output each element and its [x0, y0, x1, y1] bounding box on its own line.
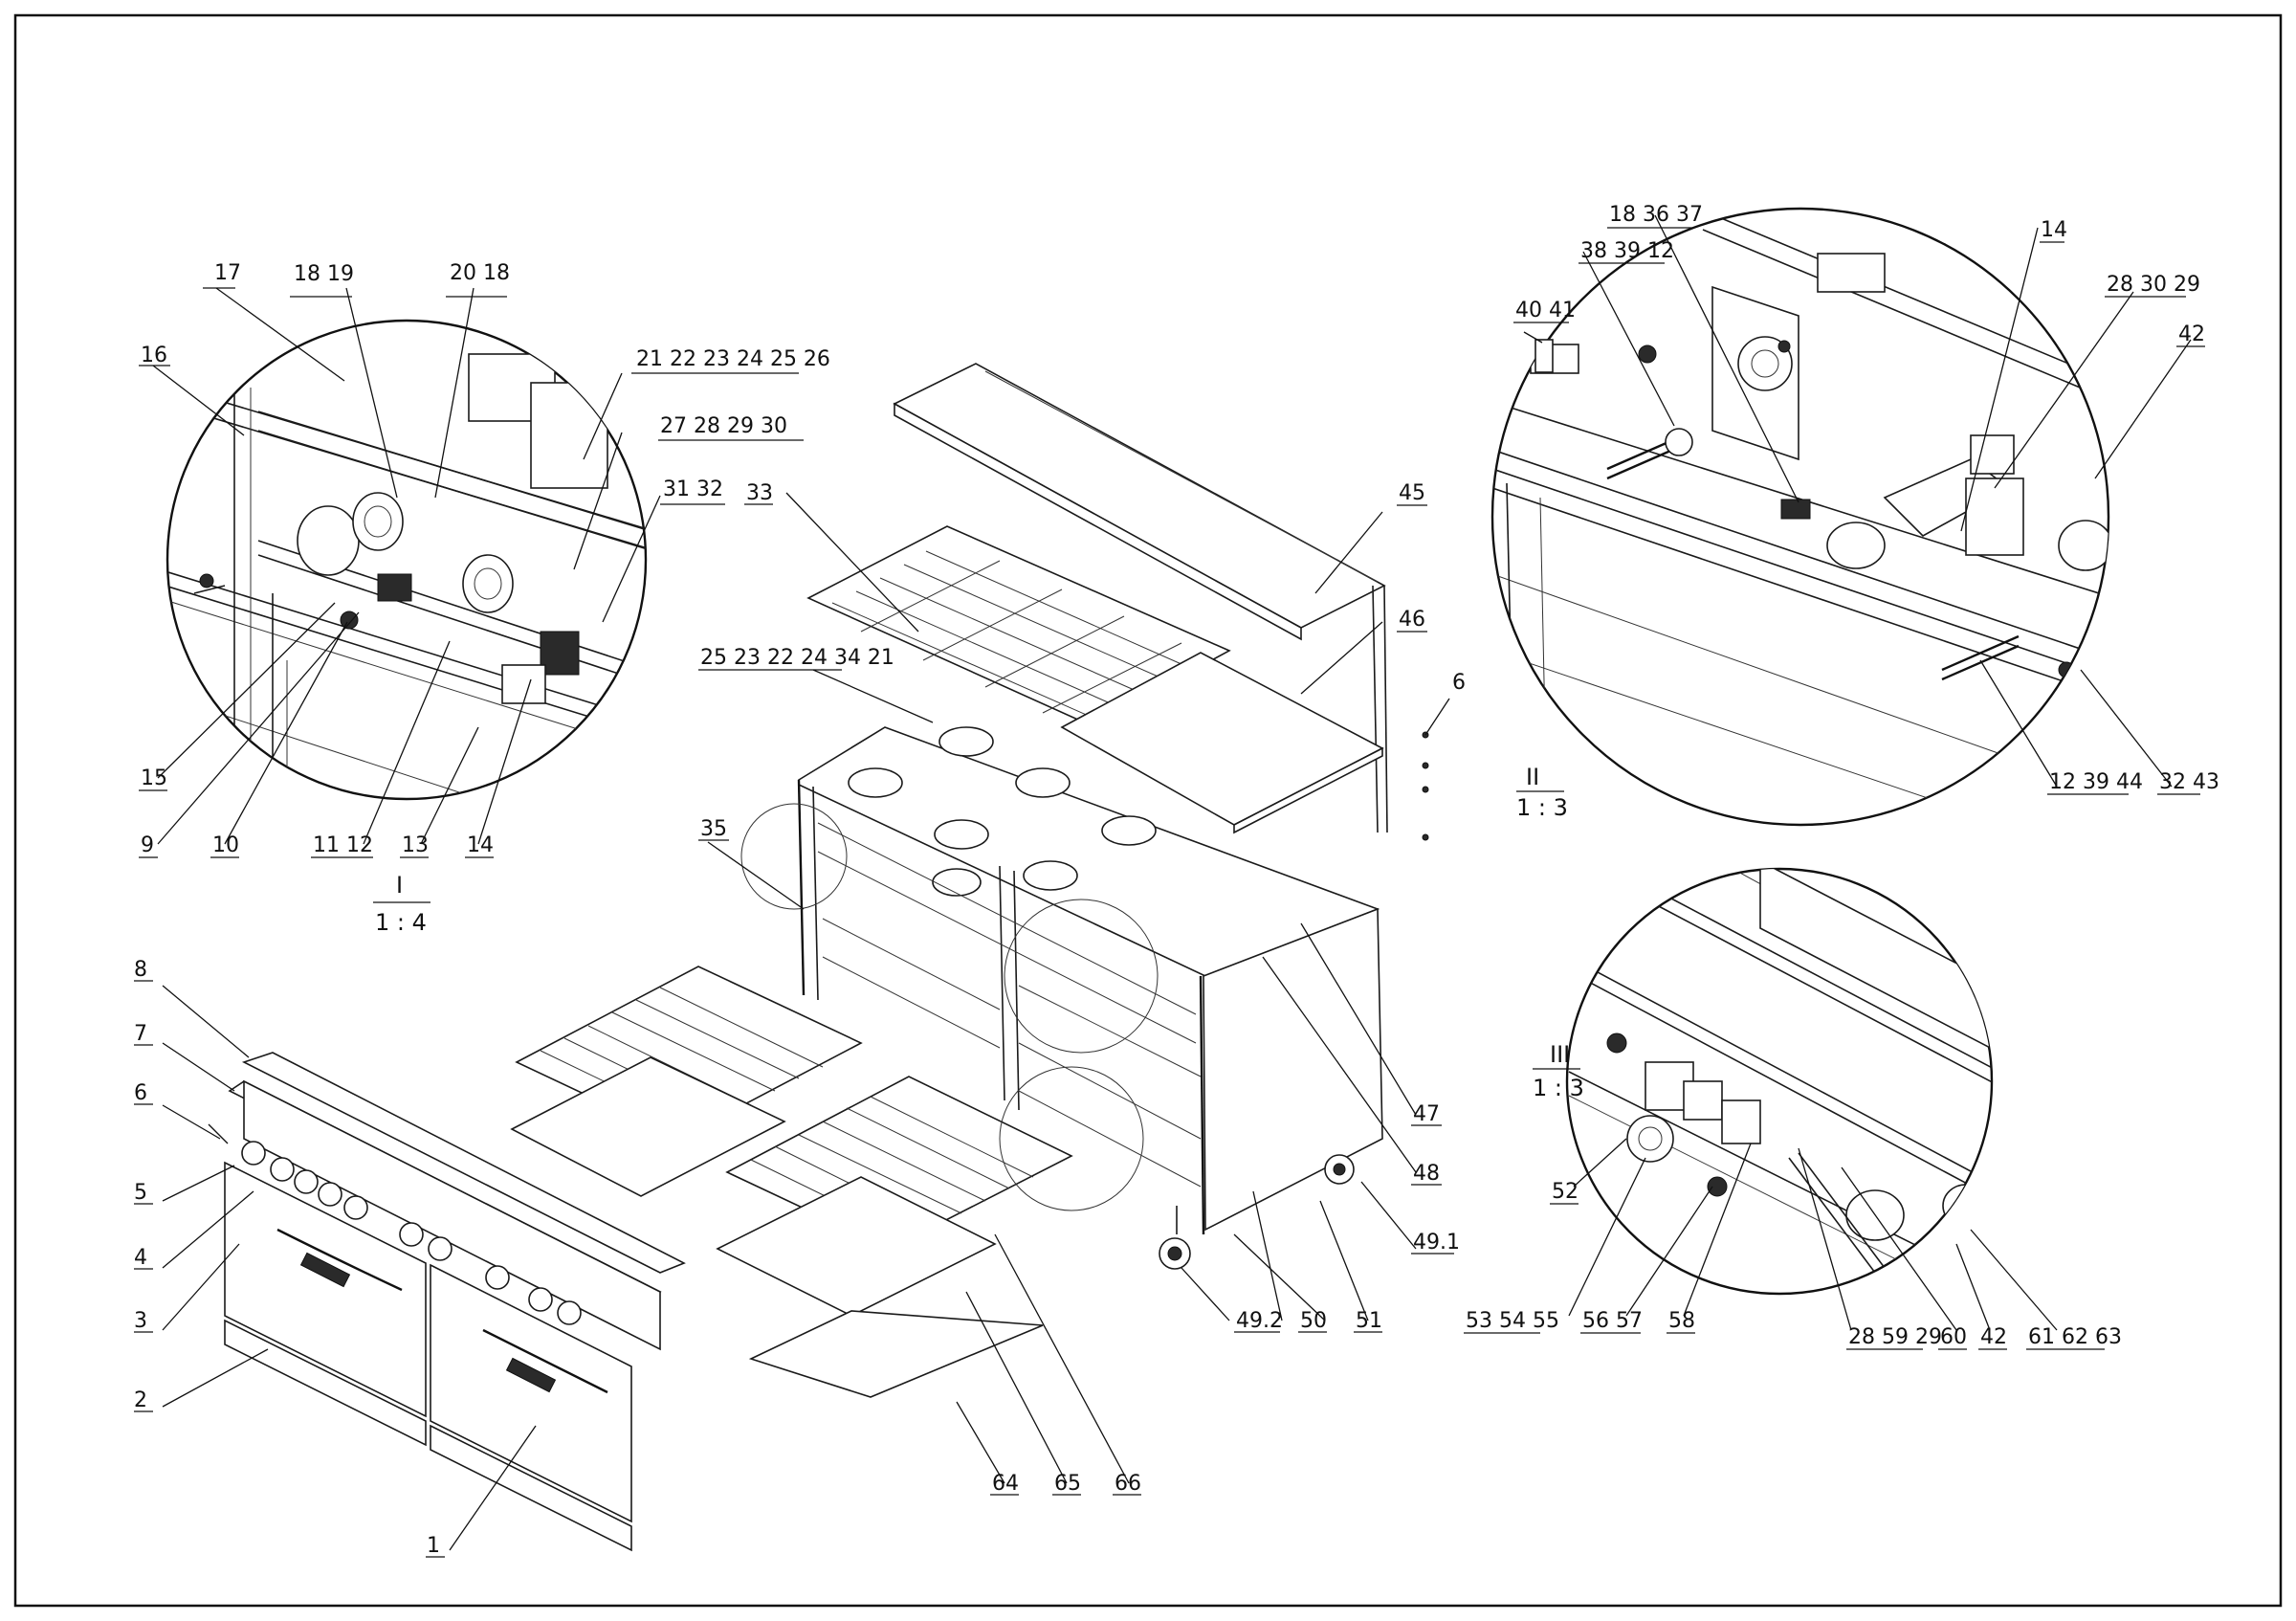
main-assembly: [134, 363, 1454, 1558]
callout-49-2: 49.2: [1236, 1309, 1283, 1333]
callout-17: 17: [214, 261, 241, 285]
callout-14-II: 14: [2041, 218, 2067, 242]
detail-III-scale: 1 : 3: [1533, 1075, 1584, 1101]
callout-2: 2: [134, 1388, 147, 1412]
detail-II-title: II: [1526, 764, 1539, 790]
callout-20-18: 20 18: [450, 261, 510, 285]
callout-4: 4: [134, 1246, 147, 1270]
callout-labels: 16 17 18 19 20 18 21 22 23 24 25 26 27 2…: [134, 203, 2219, 1558]
callout-28-59-29: 28 59 29: [1848, 1325, 1942, 1349]
callout-32-43: 32 43: [2159, 770, 2219, 794]
callout-33: 33: [746, 481, 773, 505]
callout-9: 9: [141, 833, 154, 857]
callout-42-II: 42: [2178, 322, 2205, 346]
callout-60: 60: [1940, 1325, 1967, 1349]
callout-25-21: 25 23 22 24 34 21: [700, 646, 894, 670]
callout-18-36-37: 18 36 37: [1609, 203, 1703, 227]
callout-47: 47: [1413, 1102, 1440, 1126]
callout-35: 35: [700, 817, 727, 841]
detail-II-view: [1490, 207, 2205, 827]
detail-I-scale: 1 : 4: [375, 909, 427, 936]
callout-45: 45: [1399, 481, 1425, 505]
callout-52: 52: [1552, 1180, 1578, 1204]
callout-50: 50: [1300, 1309, 1327, 1333]
drawing-border: [13, 13, 2283, 1608]
callout-6-right: 6: [1452, 671, 1466, 695]
callout-18-19: 18 19: [294, 262, 354, 286]
callout-12-39-44: 12 39 44: [2049, 770, 2143, 794]
callout-8: 8: [134, 958, 147, 982]
callout-48: 48: [1413, 1162, 1440, 1186]
callout-61-62-63: 61 62 63: [2028, 1325, 2122, 1349]
callout-5: 5: [134, 1181, 147, 1205]
callout-1: 1: [427, 1534, 440, 1558]
detail-III-title: III: [1550, 1041, 1570, 1068]
detail-I-view: [139, 287, 804, 858]
callout-53-54-55: 53 54 55: [1466, 1309, 1559, 1333]
callout-27-30: 27 28 29 30: [660, 414, 787, 438]
callout-66: 66: [1115, 1472, 1141, 1496]
callout-58: 58: [1668, 1309, 1695, 1333]
callout-11-12: 11 12: [313, 833, 373, 857]
callout-6-left: 6: [134, 1081, 147, 1105]
callout-42-III: 42: [1980, 1325, 2007, 1349]
callout-14: 14: [467, 833, 494, 857]
callout-31-32: 31 32: [663, 477, 723, 501]
callout-15: 15: [141, 766, 167, 790]
callout-10: 10: [212, 833, 239, 857]
callout-56-57: 56 57: [1582, 1309, 1643, 1333]
callout-28-30-29: 28 30 29: [2107, 273, 2200, 297]
detail-II-scale: 1 : 3: [1516, 794, 1568, 821]
callout-38-39-12: 38 39 12: [1580, 239, 1674, 263]
callout-64: 64: [992, 1472, 1019, 1496]
callout-46: 46: [1399, 608, 1425, 632]
callout-7: 7: [134, 1022, 147, 1046]
callout-16: 16: [141, 344, 167, 367]
detail-I-title: I: [396, 872, 403, 899]
callout-13: 13: [402, 833, 429, 857]
callout-49-1: 49.1: [1413, 1231, 1460, 1255]
callout-65: 65: [1054, 1472, 1081, 1496]
callout-40-41: 40 41: [1515, 299, 1576, 322]
callout-51: 51: [1356, 1309, 1382, 1333]
callout-3: 3: [134, 1309, 147, 1333]
callout-21-26: 21 22 23 24 25 26: [636, 347, 830, 371]
